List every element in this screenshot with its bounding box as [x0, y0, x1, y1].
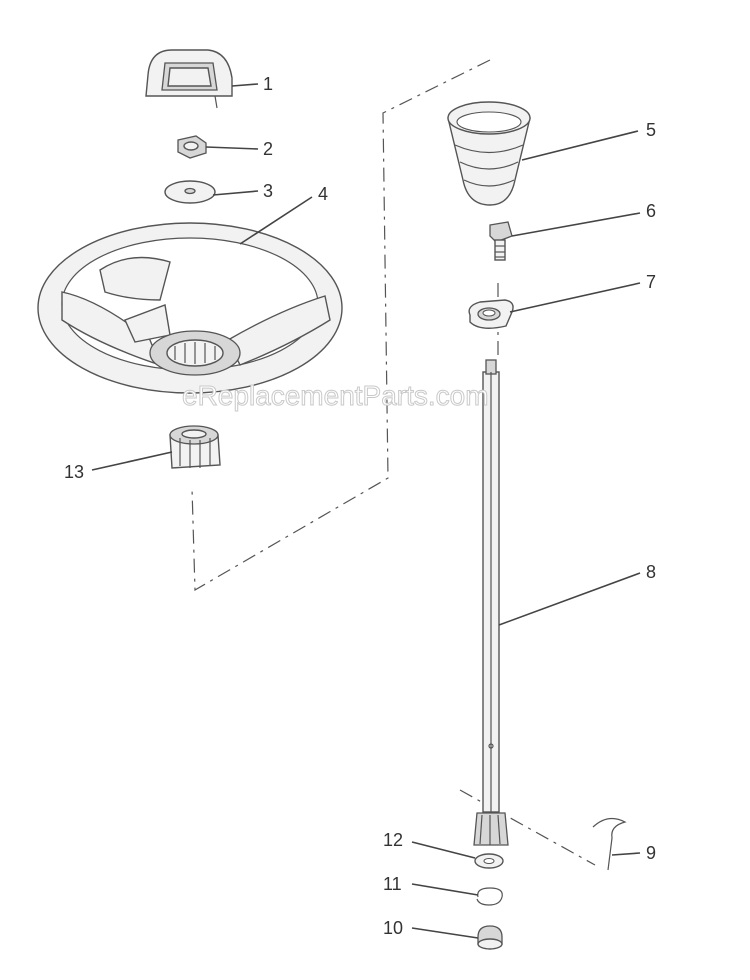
callout-2: 2 — [263, 139, 273, 159]
part-1-wheel-cap[interactable] — [145, 49, 233, 109]
callout-4: 4 — [318, 184, 328, 204]
leader-4 — [239, 196, 313, 245]
leader-8 — [498, 572, 641, 626]
assembly-lines — [191, 59, 596, 866]
callout-7: 7 — [646, 272, 656, 292]
part-4-steering-wheel[interactable] — [37, 222, 343, 394]
leader-6 — [511, 212, 641, 237]
part-11-retaining-ring[interactable] — [476, 887, 503, 906]
leader-1 — [231, 83, 259, 87]
part-2-nut[interactable] — [177, 135, 207, 159]
leader-2 — [205, 146, 259, 150]
callout-10: 10 — [383, 918, 403, 938]
leader-lines — [91, 83, 641, 939]
part-3-washer[interactable] — [164, 180, 216, 204]
leader-5 — [521, 130, 639, 161]
part-10-cap-nut[interactable] — [477, 925, 503, 950]
part-12-washer[interactable] — [474, 853, 504, 869]
callout-8: 8 — [646, 562, 656, 582]
callout-6: 6 — [646, 201, 656, 221]
callout-5: 5 — [646, 120, 656, 140]
watermark-text: eReplacementParts.com — [182, 380, 489, 411]
part-8-steering-shaft[interactable] — [473, 359, 509, 846]
part-6-bolt[interactable] — [489, 221, 513, 261]
leader-7 — [509, 282, 641, 313]
part-9-hairpin-clip[interactable] — [592, 817, 627, 871]
callout-13: 13 — [64, 462, 84, 482]
part-7-flange-bushing[interactable] — [468, 299, 514, 329]
callout-3: 3 — [263, 181, 273, 201]
callout-1: 1 — [263, 74, 273, 94]
leader-12 — [411, 841, 476, 859]
callout-12: 12 — [383, 830, 403, 850]
leader-11 — [411, 883, 479, 896]
part-13-splined-adapter[interactable] — [169, 425, 221, 469]
leader-3 — [212, 190, 259, 196]
callout-9: 9 — [646, 843, 656, 863]
callout-11: 11 — [383, 874, 402, 894]
callout-numbers: 1 2 3 4 5 6 7 8 9 10 11 12 13 — [64, 74, 656, 938]
leader-9 — [611, 852, 641, 856]
leader-10 — [411, 927, 479, 939]
leader-13 — [91, 451, 173, 471]
part-5-boot[interactable] — [447, 101, 531, 206]
